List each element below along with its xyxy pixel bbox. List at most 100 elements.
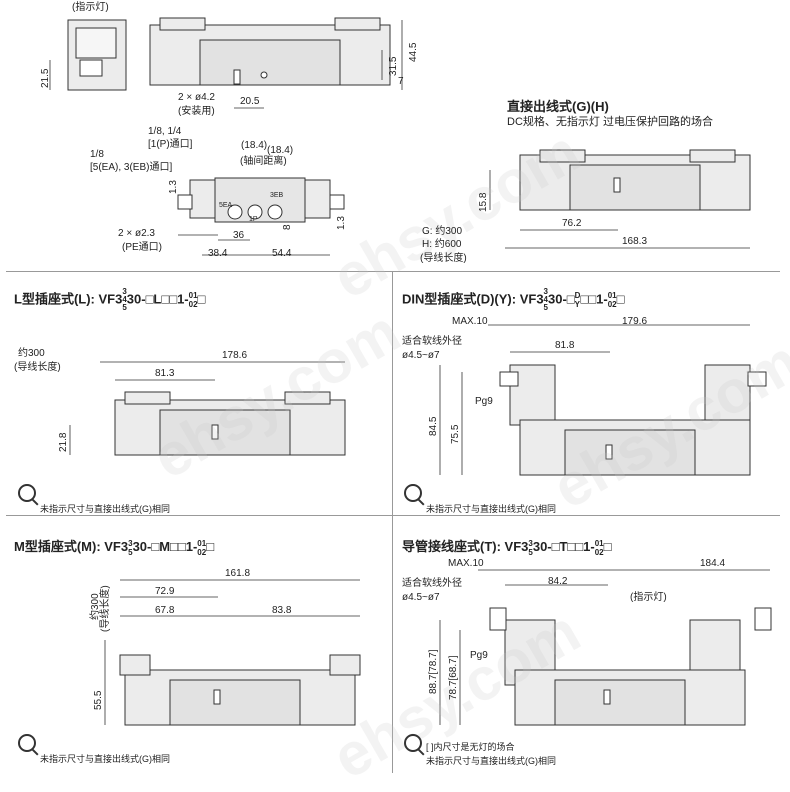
t-code-3: 3	[528, 538, 533, 548]
port-3eb: 3EB	[270, 192, 284, 199]
magnifier-icon-din	[404, 484, 422, 502]
l-note: 未指示尺寸与直接出线式(G)相同	[40, 504, 170, 514]
t-pg9: Pg9	[470, 650, 488, 661]
t-note-1: [ ]内尺寸是无灯的场合	[426, 742, 515, 752]
magnifier-icon-t	[404, 734, 422, 752]
din-code-rest2: □□1-	[580, 291, 608, 307]
t-code-end: □	[603, 539, 612, 554]
dim-38-4: 38.4	[208, 248, 228, 259]
magnifier-icon-m	[18, 734, 36, 752]
dim-72-9: 72.9	[155, 586, 175, 597]
dim-76-2: 76.2	[562, 218, 582, 229]
dim-55-5: 55.5	[93, 690, 104, 710]
l-code-end: □	[197, 291, 206, 307]
m-code-3: 3	[128, 538, 133, 548]
dim-184-4: 184.4	[700, 558, 726, 569]
g-lead-caption: (导线长度)	[420, 253, 467, 264]
l-code-02: 02	[188, 300, 198, 309]
t-indicator-label: (指示灯)	[630, 592, 667, 603]
drawing-canvas	[49, 17, 772, 726]
din-cable-label: 适合软线外径	[402, 336, 462, 347]
din-code-5: 5	[543, 303, 548, 312]
separator-top	[6, 271, 780, 272]
t-title-text: 导管接线座式(T): VF3	[402, 539, 529, 554]
din-code-d: D	[574, 291, 581, 300]
din-title-text: DIN型插座式(D)(Y): VF3	[402, 291, 544, 307]
h-lead-length: H: 约600	[422, 239, 462, 250]
dim-1-3a: 1.3	[168, 180, 179, 194]
t-code-01: 01	[594, 538, 604, 548]
m-title-text: M型插座式(M): VF3	[14, 539, 129, 554]
l-code-4: 4	[122, 295, 127, 304]
dim-84-2: 84.2	[548, 576, 568, 587]
l-code-rest: 30-□L□□1-	[126, 291, 189, 307]
g-section-subtitle: DC规格、无指示灯 过电压保护回路的场合	[507, 116, 713, 128]
l-code-01: 01	[188, 291, 198, 300]
t-cable-label: 适合软线外径	[402, 578, 462, 589]
din-pg9: Pg9	[475, 396, 493, 407]
port-5ea: 5EA	[219, 202, 233, 209]
t-note-2: 未指示尺寸与直接出线式(G)相同	[426, 756, 556, 766]
pe-port-label: (PE通口)	[122, 242, 162, 253]
dim-18-4a: (18.4)	[241, 140, 268, 151]
separator-mid-upper	[392, 271, 393, 515]
dim-31-5: 31.5	[388, 56, 399, 76]
mount-hole-label: 2 × ø4.2	[178, 92, 215, 103]
dim-168-3: 168.3	[622, 236, 648, 247]
din-code-01: 01	[607, 291, 617, 300]
dim-18-4b: (18.4)	[267, 145, 294, 156]
dim-178-6: 178.6	[222, 350, 248, 361]
dim-44-5: 44.5	[408, 42, 419, 62]
dim-7: 7	[398, 76, 404, 87]
m-code-end: □	[206, 539, 215, 554]
din-code-4: 4	[543, 295, 548, 304]
t-code-rest: 30-□T□□1-	[532, 539, 595, 554]
dim-81-3: 81.3	[155, 368, 175, 379]
dim-21-5: 21.5	[40, 68, 51, 88]
l-lead-caption: (导线长度)	[14, 362, 61, 373]
dim-75-5: 75.5	[450, 424, 461, 444]
mount-use-label: (安装用)	[178, 106, 215, 117]
din-max10: MAX.10	[452, 316, 488, 327]
dim-83-8: 83.8	[272, 605, 292, 616]
t-cable-dia: ø4.5~ø7	[402, 592, 440, 603]
port-1p: 1P	[249, 216, 258, 223]
dim-15-8: 15.8	[478, 192, 489, 212]
din-code-rest1: 30-□	[548, 291, 575, 307]
pe-hole-label: 2 × ø2.3	[118, 228, 155, 239]
dim-1-3b: 1.3	[336, 216, 347, 230]
m-code-rest: 30-□M□□1-	[132, 539, 198, 554]
port-1p-label: [1(P)通口]	[148, 139, 193, 150]
port-1-8-label: 1/8	[90, 149, 104, 160]
dim-67-8: 67.8	[155, 605, 175, 616]
m-code-02: 02	[197, 547, 207, 557]
separator-mid-lower	[392, 515, 393, 773]
m-code-01: 01	[197, 538, 207, 548]
dim-21-8: 21.8	[58, 432, 69, 452]
din-cable-dia: ø4.5~ø7	[402, 350, 440, 361]
dim-78-7: 78.7[68.7]	[448, 655, 459, 700]
indicator-lamp-label: (指示灯)	[72, 2, 109, 13]
magnifier-icon-l	[18, 484, 36, 502]
port-1-4-label: 1/8, 1/4	[148, 126, 182, 137]
m-code-5: 5	[128, 547, 133, 557]
l-code-3: 3	[122, 287, 127, 296]
m-lead-caption: (导线长度)	[100, 585, 111, 632]
t-max10: MAX.10	[448, 558, 484, 569]
din-code-end: □	[616, 291, 625, 307]
dim-81-8: 81.8	[555, 340, 575, 351]
t-code-02: 02	[594, 547, 604, 557]
